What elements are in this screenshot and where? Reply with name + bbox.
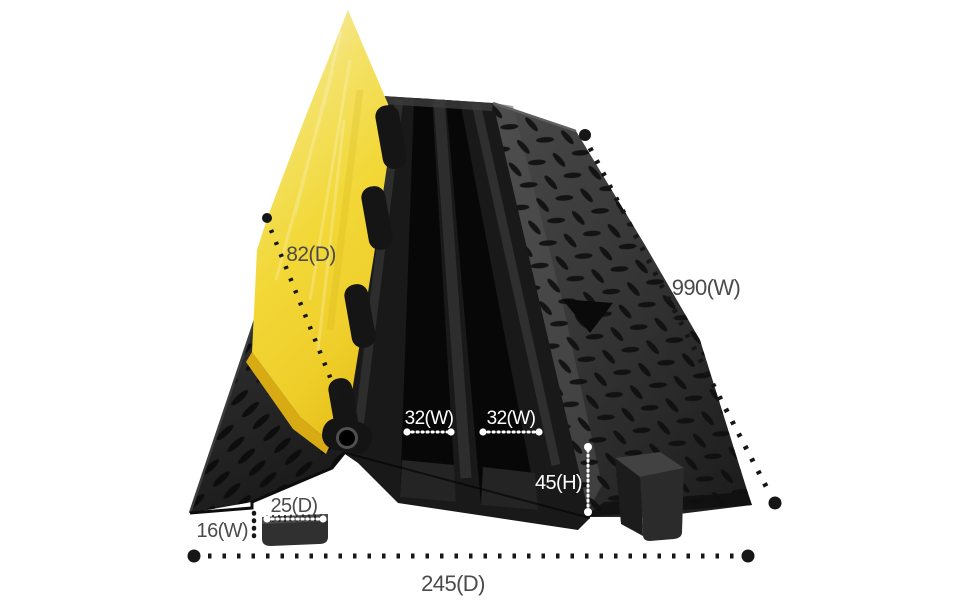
dim-dot-white: [479, 428, 487, 436]
interlock-foot-right: [615, 452, 684, 541]
lid-shade-streak: [326, 89, 364, 331]
dim-label-channel-left: 32(W): [405, 408, 454, 429]
cable-channel-right: [446, 100, 538, 510]
dim-lid-depth: 82(D): [262, 213, 343, 401]
vent-hole: [562, 299, 613, 333]
near-face-edge: [341, 451, 591, 519]
dim-dot: [768, 496, 782, 510]
dim-label-tab-depth: 25(D): [270, 495, 317, 517]
ridge-middle-highlight: [433, 99, 472, 479]
dim-label-height: 45(H): [535, 472, 582, 494]
hinge-pin-hole: [336, 427, 358, 449]
yellow-lid: [246, 10, 407, 454]
channel-block: [341, 96, 591, 530]
lid-sheen-streaks: [274, 31, 352, 351]
ramp-far-edge-highlight: [492, 101, 577, 133]
dim-label-total-depth: 245(D): [421, 571, 485, 596]
dim-dot-white: [447, 428, 455, 436]
dim-dot-white: [319, 515, 327, 523]
lid-hinge-3: [344, 284, 376, 348]
foot-right-top-face: [615, 452, 684, 477]
dim-dot-white: [403, 428, 411, 436]
cable-channel-left: [400, 98, 456, 502]
dim-dot: [741, 549, 755, 563]
dim-dot: [329, 383, 343, 401]
lid-hinge-2: [361, 186, 393, 250]
ramp-left-slope: [188, 289, 347, 515]
lid-edge-thickness: [246, 352, 331, 454]
dim-height: 45(H): [535, 443, 592, 516]
ramp-left-bottom-edge: [189, 451, 347, 515]
foot-right-side-face: [615, 458, 643, 536]
interlock-foot-left: [262, 514, 328, 546]
dim-channel-left: 32(W): [403, 408, 455, 436]
hinge-pin-boss: [322, 417, 372, 455]
dim-channel-right: 32(W): [479, 408, 543, 436]
dim-total-depth: 245(D): [187, 549, 755, 596]
dim-dot-white: [584, 508, 592, 516]
dim-leader-dotted: [268, 229, 335, 383]
dim-label-channel-right: 32(W): [487, 408, 536, 429]
ramp-left-tread-texture: [190, 290, 345, 513]
dim-dot-white: [584, 443, 592, 451]
dim-tab-depth: 25(D): [263, 495, 327, 523]
dim-label-lid-depth: 82(D): [286, 243, 336, 266]
channel-block-far-cap: [382, 96, 493, 111]
channel-right-end-face: [481, 467, 538, 510]
dim-dot-white: [535, 428, 543, 436]
dim-tab-width: 16(W): [197, 510, 257, 542]
dim-dot: [187, 549, 201, 563]
ramp-left-edge-highlight: [188, 289, 267, 514]
dim-label-tab-width: 16(W): [197, 520, 248, 542]
dim-leader-dotted: [587, 146, 773, 496]
dim-dot-white: [263, 515, 271, 523]
dim-dot: [262, 213, 272, 223]
foot-right-front-face: [640, 468, 684, 541]
dim-dot: [579, 129, 591, 141]
dim-total-width: 990(W): [579, 129, 782, 510]
lid-hinge-1: [375, 105, 407, 169]
dim-label-total-width: 990(W): [672, 275, 741, 300]
ridge-right-highlight: [471, 102, 561, 466]
